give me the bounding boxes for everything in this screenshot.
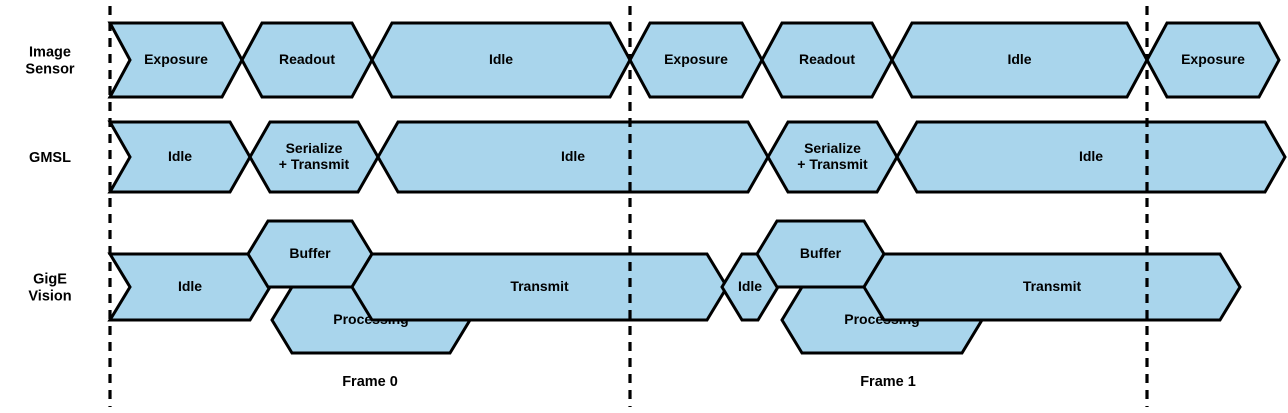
stage-label: Idle — [489, 51, 513, 67]
stage-image-sensor-0-exposure[interactable]: Exposure — [107, 21, 244, 99]
stage-gmsl-4-idle[interactable]: Idle — [895, 120, 1287, 194]
stage-hexagon — [370, 21, 632, 99]
divider-layer — [108, 6, 1149, 407]
stage-label: Exposure — [144, 51, 208, 67]
stage-hexagon — [240, 21, 374, 99]
row-label-gmsl: GMSL — [29, 150, 71, 166]
stage-image-sensor-2-idle[interactable]: Idle — [370, 21, 632, 99]
stage-label: Exposure — [1181, 51, 1245, 67]
timeline-row-image-sensor: Exposure Readout Idle Exposure Readout Idle Ex… — [107, 21, 1281, 99]
stage-hexagon — [350, 252, 729, 322]
stage-label: Idle — [178, 278, 202, 294]
stage-gige-vision-3-transmit[interactable]: Transmit — [350, 252, 729, 322]
stage-label: Transmit — [1023, 278, 1082, 294]
stage-hexagon — [766, 120, 899, 194]
timeline-row-gmsl: Idle Serialize+ Transmit Idle Serialize+ Tr… — [107, 120, 1287, 194]
stage-label: Readout — [279, 51, 335, 67]
stage-gmsl-0-idle[interactable]: Idle — [107, 120, 252, 194]
stage-label: Buffer — [800, 245, 842, 261]
stage-hexagon — [760, 21, 894, 99]
stage-image-sensor-5-idle[interactable]: Idle — [890, 21, 1149, 99]
stage-hexagon — [107, 21, 244, 99]
stage-image-sensor-4-readout[interactable]: Readout — [760, 21, 894, 99]
stage-label: Idle — [1079, 148, 1103, 164]
stage-label: Serialize+ Transmit — [797, 140, 868, 172]
stage-gige-vision-4-idle[interactable]: Idle — [720, 252, 780, 322]
stage-hexagon — [890, 21, 1149, 99]
frame-label-frame-0: Frame 0 — [342, 374, 398, 390]
frame-label-layer: Frame 0 Frame 1 — [342, 374, 916, 390]
stage-hexagon — [895, 120, 1287, 194]
stage-label: Idle — [1007, 51, 1031, 67]
stage-hexagon — [376, 120, 770, 194]
stage-label: Buffer — [289, 245, 331, 261]
stage-image-sensor-3-exposure[interactable]: Exposure — [628, 21, 764, 99]
stage-hexagon — [248, 120, 380, 194]
frame-label-frame-1: Frame 1 — [860, 374, 916, 390]
stage-hexagon — [107, 120, 252, 194]
stage-gmsl-3-serialize-transmit[interactable]: Serialize+ Transmit — [766, 120, 899, 194]
stage-gmsl-1-serialize-transmit[interactable]: Serialize+ Transmit — [248, 120, 380, 194]
stage-gige-vision-1-buffer[interactable]: Buffer — [246, 219, 374, 289]
stage-gige-vision-5-buffer[interactable]: Buffer — [755, 219, 886, 289]
stage-label: Exposure — [664, 51, 728, 67]
stage-label: Transmit — [510, 278, 569, 294]
stage-label: Idle — [738, 278, 762, 294]
stage-gmsl-2-idle[interactable]: Idle — [376, 120, 770, 194]
stage-gige-vision-0-idle[interactable]: Idle — [107, 252, 272, 322]
stage-image-sensor-6-exposure[interactable]: Exposure — [1145, 21, 1281, 99]
stage-label: Readout — [799, 51, 855, 67]
stage-image-sensor-1-readout[interactable]: Readout — [240, 21, 374, 99]
timeline-row-gige-vision: IdleBufferProcessingTransmitIdleBufferPr… — [107, 219, 1242, 355]
stage-label: Idle — [561, 148, 585, 164]
stage-label: Serialize+ Transmit — [279, 140, 350, 172]
stage-label: Idle — [168, 148, 192, 164]
stage-gige-vision-7-transmit[interactable]: Transmit — [862, 252, 1242, 322]
